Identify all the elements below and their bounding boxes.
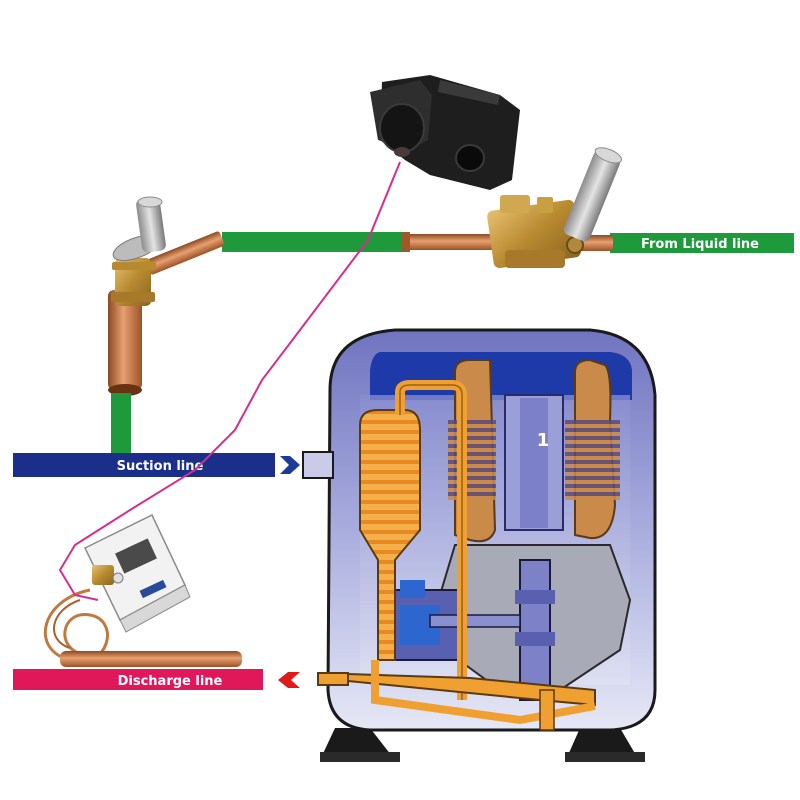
solenoid-valve (487, 147, 622, 269)
solenoid-coil (370, 75, 520, 190)
arrow-left-icon (278, 672, 300, 688)
compressor (302, 328, 657, 762)
arrow-right-icon (280, 456, 300, 474)
discharge-line-label: Discharge line (118, 674, 223, 689)
suction-line-label: Suction line (117, 459, 204, 474)
discharge-line-bar (13, 669, 263, 690)
pressure-switch (43, 513, 191, 663)
component-number-label: 1 (537, 430, 550, 451)
bypass-valve (108, 196, 225, 396)
liquid-line-label: From Liquid line (641, 237, 759, 252)
discharge-copper-tube (60, 651, 242, 667)
control-wire (58, 161, 401, 601)
suction-line-bar (13, 453, 275, 477)
suction-riser-pipe (111, 393, 131, 455)
